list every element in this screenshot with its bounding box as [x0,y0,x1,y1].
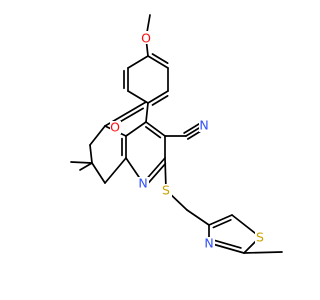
bond-27 [208,214,233,226]
atom-a27: N [138,176,149,191]
atom-a28-bg [161,184,172,197]
atom-a1-label: O [141,31,151,46]
bond-23 [70,161,93,164]
bond-layer [70,14,283,254]
bond-19 [91,162,106,184]
atom-a18-bg [199,119,210,132]
atom-a1: O [140,31,151,46]
atom-a18-label: N [199,118,208,133]
bond-7-double [151,53,169,64]
bond-27-double [212,219,232,229]
atom-label-layer: O O N N S N S [110,31,266,251]
atom-a1-bg [140,31,151,44]
bond-22 [79,162,93,171]
atom-a32: N [204,236,215,251]
bond-13-double [147,162,167,184]
bond-26 [186,209,210,226]
atom-a28-label: S [162,183,170,198]
atom-a34-bg [255,231,266,244]
bond-2 [127,55,149,69]
atom-a5-label: O [110,120,120,135]
atom-a18: N [199,118,210,133]
bond-9 [125,121,147,137]
bond-32 [243,251,283,254]
bond-5-double [151,95,169,106]
atom-a5: O [110,120,121,135]
atom-a32-bg [204,237,215,250]
bond-18 [89,144,93,164]
bond-8 [145,102,149,123]
molecule-structure-diagram: O O N N S N S [70,14,283,254]
bond-5 [147,90,169,104]
atom-a5-bg [110,121,121,134]
bond-10 [145,121,166,137]
atom-a27-label: N [138,176,147,191]
atom-a27-bg [138,177,149,190]
bond-4 [127,90,149,104]
bond-30-double [213,239,242,249]
atom-a34: S [255,230,266,245]
bond-10-double [145,126,162,139]
atom-a32-label: N [204,236,213,251]
bond-20 [104,157,127,184]
atom-a34-label: S [256,230,264,245]
bond-17 [89,125,106,146]
bond-7 [147,55,169,69]
atom-a28: S [161,183,172,198]
